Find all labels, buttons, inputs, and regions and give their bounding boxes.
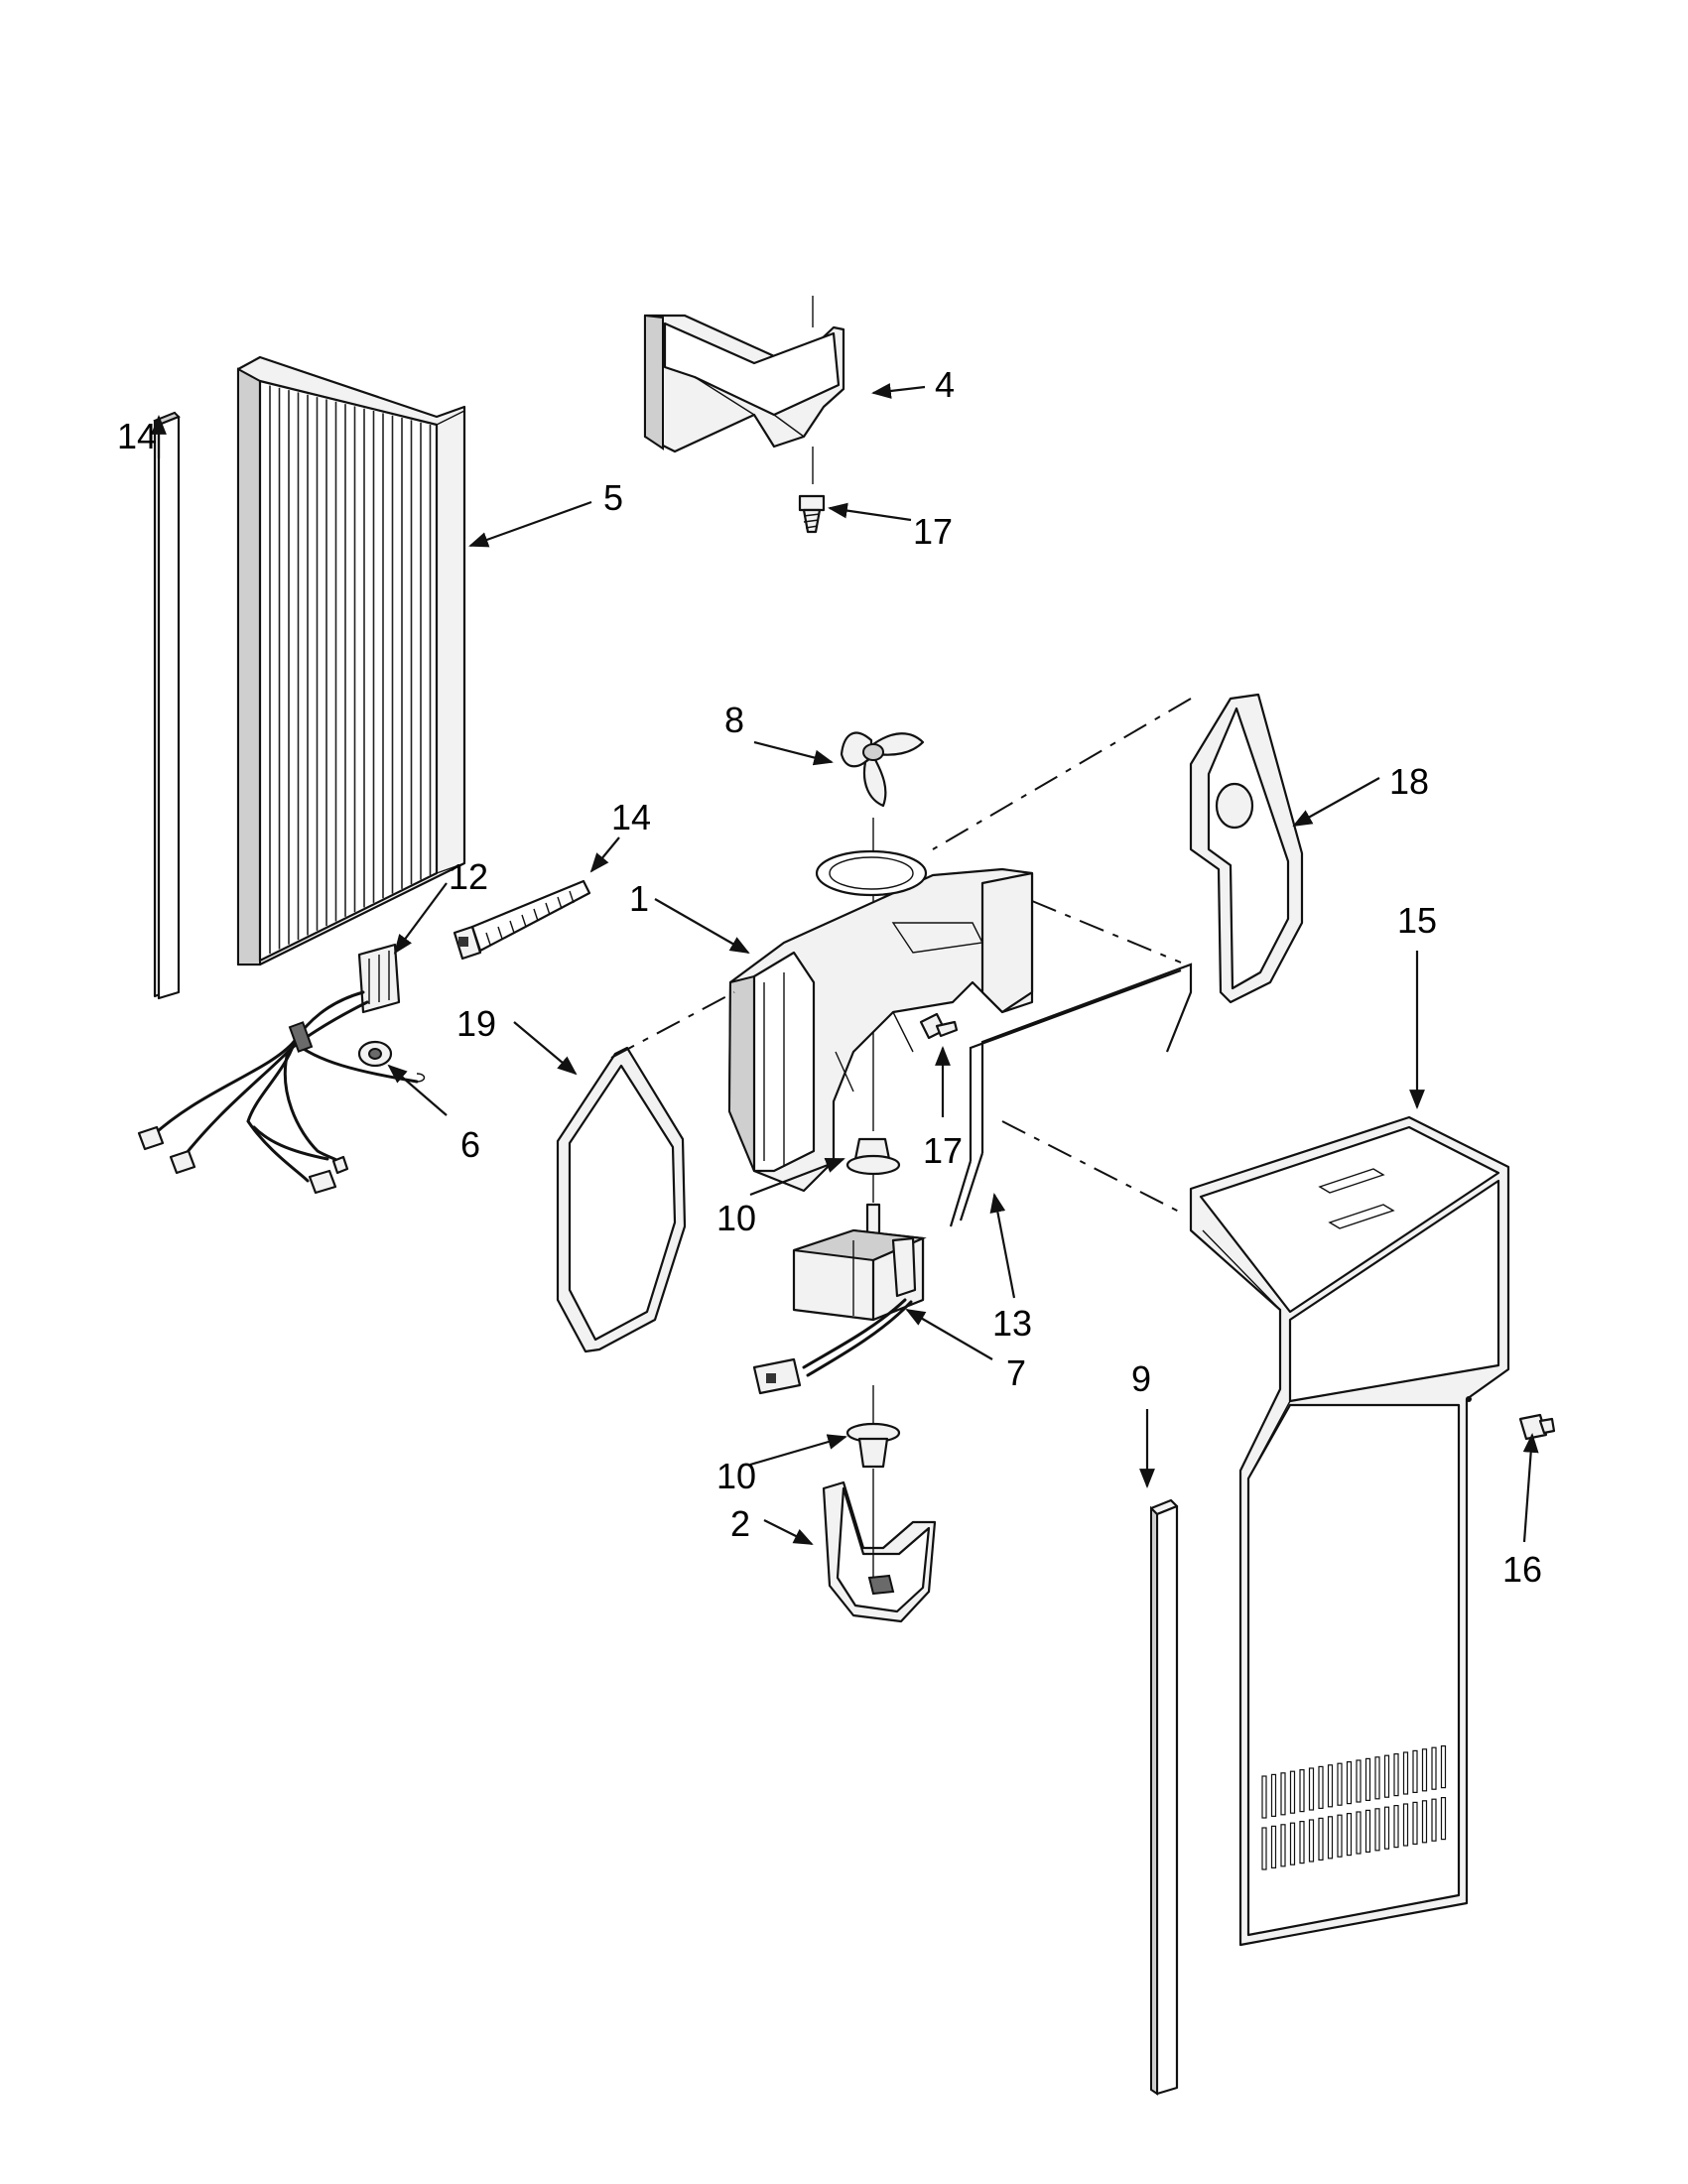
air-duct-part-4 <box>643 296 845 484</box>
callout-17-top: 17 <box>913 511 953 552</box>
callout-6: 6 <box>460 1124 480 1165</box>
callout-19: 19 <box>456 1003 496 1044</box>
screw-part-17-top <box>798 494 826 534</box>
callout-4: 4 <box>935 364 955 405</box>
baffle-part-19 <box>556 1046 687 1353</box>
evaporator-cover-part-5 <box>236 355 466 966</box>
callout-8: 8 <box>724 700 744 740</box>
motor-bracket-part-2 <box>822 1480 937 1623</box>
screw-part-16 <box>1466 1396 1556 1441</box>
callout-13: 13 <box>992 1303 1032 1344</box>
callout-16: 16 <box>1502 1549 1542 1590</box>
bushing-part-10-upper <box>845 1137 901 1203</box>
screw-part-17-middle <box>919 1012 959 1040</box>
callout-14-left: 14 <box>117 416 157 456</box>
callout-18: 18 <box>1389 761 1429 802</box>
callout-10-upper: 10 <box>716 1198 756 1238</box>
foam-strip-part-9 <box>1149 1498 1179 2096</box>
fan-motor-part-7 <box>752 1203 927 1395</box>
baffle-part-18 <box>1189 693 1304 1004</box>
callout-10-lower: 10 <box>716 1456 756 1496</box>
callout-9: 9 <box>1131 1358 1151 1399</box>
bushing-part-10-lower <box>845 1422 901 1469</box>
foam-strip-part-14-left <box>153 411 181 1000</box>
fan-housing-part-1 <box>727 849 1034 1193</box>
callout-12: 12 <box>449 856 488 897</box>
fan-blade-part-8 <box>840 731 925 808</box>
callout-5: 5 <box>603 477 623 518</box>
wire-harness-part-12 <box>137 943 426 1195</box>
callout-7: 7 <box>1006 1352 1026 1393</box>
rear-panel-part-15 <box>1189 1115 1510 1947</box>
wire-bracket-part-13 <box>949 963 1193 1227</box>
callout-15: 15 <box>1397 900 1437 941</box>
callout-2: 2 <box>730 1503 750 1544</box>
callout-1: 1 <box>629 878 649 919</box>
grommet-part-6 <box>357 1040 393 1068</box>
cable-tie-part-14 <box>453 879 591 961</box>
callout-17-middle: 17 <box>923 1130 963 1171</box>
callout-14-middle: 14 <box>611 797 651 837</box>
